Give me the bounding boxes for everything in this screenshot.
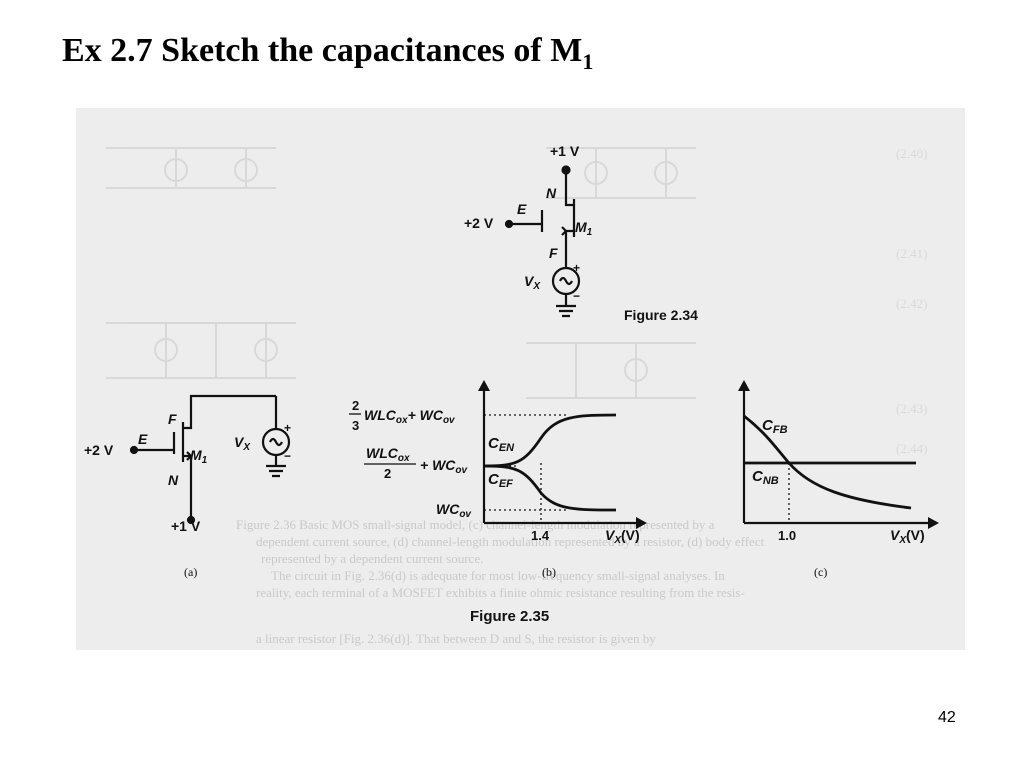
svg-text:+1 V: +1 V (171, 518, 201, 534)
svg-text:N: N (546, 185, 557, 201)
svg-text:+ WCov: + WCov (420, 457, 468, 476)
background-paragraph: Figure 2.36 Basic MOS small-signal model… (236, 517, 765, 646)
figure-2-34-labels: +1 V N E +2 V M1 F + − VX Figure 2.34 (464, 143, 698, 323)
svg-text:N: N (168, 472, 179, 488)
svg-text:WCov: WCov (436, 501, 472, 520)
figure-2-35a-circuit (129, 394, 291, 525)
svg-text:VX: VX (234, 434, 251, 453)
svg-text:−: − (284, 449, 291, 463)
figure-2-35-caption: Figure 2.35 (470, 608, 549, 625)
svg-text:E: E (138, 431, 148, 447)
bleed-through-background: Figure 2.36 Basic MOS small-signal model… (106, 146, 927, 456)
svg-text:a linear resistor [Fig. 2.36(d: a linear resistor [Fig. 2.36(d)]. That b… (256, 631, 656, 646)
svg-text:(2.41): (2.41) (896, 246, 927, 261)
svg-text:CNB: CNB (752, 468, 779, 487)
svg-text:+1 V: +1 V (550, 143, 580, 159)
curve-cfb (743, 414, 912, 510)
svg-text:The circuit in Fig. 2.36(d) is: The circuit in Fig. 2.36(d) is adequate … (271, 568, 725, 583)
svg-text:F: F (549, 245, 558, 261)
svg-text:+: + (573, 261, 580, 275)
figure-2-35b-labels: 2 3 WLCox+ WCov WLCox 2 + WCov WCov CEN … (349, 398, 640, 579)
drain-wire (564, 170, 576, 268)
svg-text:(b): (b) (542, 565, 556, 579)
svg-text:reality, each terminal of a MO: reality, each terminal of a MOSFET exhib… (256, 585, 745, 600)
svg-text:WLCox: WLCox (366, 445, 410, 464)
svg-text:E: E (517, 201, 527, 217)
svg-text:dependent current source, (d): dependent current source, (d) channel-le… (256, 534, 765, 549)
svg-text:CEN: CEN (488, 435, 515, 454)
svg-text:(a): (a) (184, 565, 197, 579)
figure-2-34-caption: Figure 2.34 (624, 307, 698, 323)
circuit-a-wires (181, 394, 276, 520)
svg-text:(2.42): (2.42) (896, 296, 927, 311)
figure-2-35a-labels: F E +2 V M1 N +1 V VX + − (a) (84, 411, 291, 579)
curve-cen (483, 413, 617, 468)
svg-text:Figure 2.36 Basic MOS small-si: Figure 2.36 Basic MOS small-signal model… (236, 517, 715, 532)
svg-text:VX: VX (524, 273, 541, 292)
slide-title: Ex 2.7 Sketch the capacitances of M1 (62, 32, 594, 74)
svg-text:1.0: 1.0 (778, 528, 796, 543)
svg-text:VX(V): VX(V) (890, 527, 925, 546)
page-number: 42 (938, 709, 956, 726)
figure-2-34-circuit (504, 165, 581, 318)
svg-text:+: + (284, 421, 291, 435)
figure-2-35c-plot (738, 380, 939, 529)
curve-cef (483, 464, 617, 512)
svg-text:F: F (168, 411, 177, 427)
svg-text:+2 V: +2 V (464, 215, 494, 231)
svg-text:−: − (573, 289, 580, 303)
scanned-figure: Figure 2.36 Basic MOS small-signal model… (76, 108, 965, 650)
svg-text:(2.43): (2.43) (896, 401, 927, 416)
svg-text:CFB: CFB (762, 417, 788, 436)
figure-2-35c-labels: CFB CNB 1.0 VX(V) (c) (752, 417, 925, 579)
svg-text:M1: M1 (575, 219, 593, 238)
svg-text:(2.44): (2.44) (896, 441, 927, 456)
svg-text:represented by a dependent cur: represented by a dependent current sourc… (261, 551, 483, 566)
svg-text:WLCox+ WCov: WLCox+ WCov (364, 407, 456, 426)
svg-text:M1: M1 (190, 447, 208, 466)
svg-text:1.4: 1.4 (531, 528, 550, 543)
figure-2-35b-plot (478, 380, 647, 529)
svg-text:2: 2 (352, 398, 359, 413)
guide-lines-b (484, 414, 568, 523)
svg-text:+2 V: +2 V (84, 442, 114, 458)
svg-text:2: 2 (384, 466, 391, 481)
svg-text:CEF: CEF (488, 471, 513, 490)
svg-text:VX(V): VX(V) (605, 527, 640, 546)
svg-text:(c): (c) (814, 565, 827, 579)
svg-text:3: 3 (352, 418, 359, 433)
svg-text:(2.40): (2.40) (896, 146, 927, 161)
